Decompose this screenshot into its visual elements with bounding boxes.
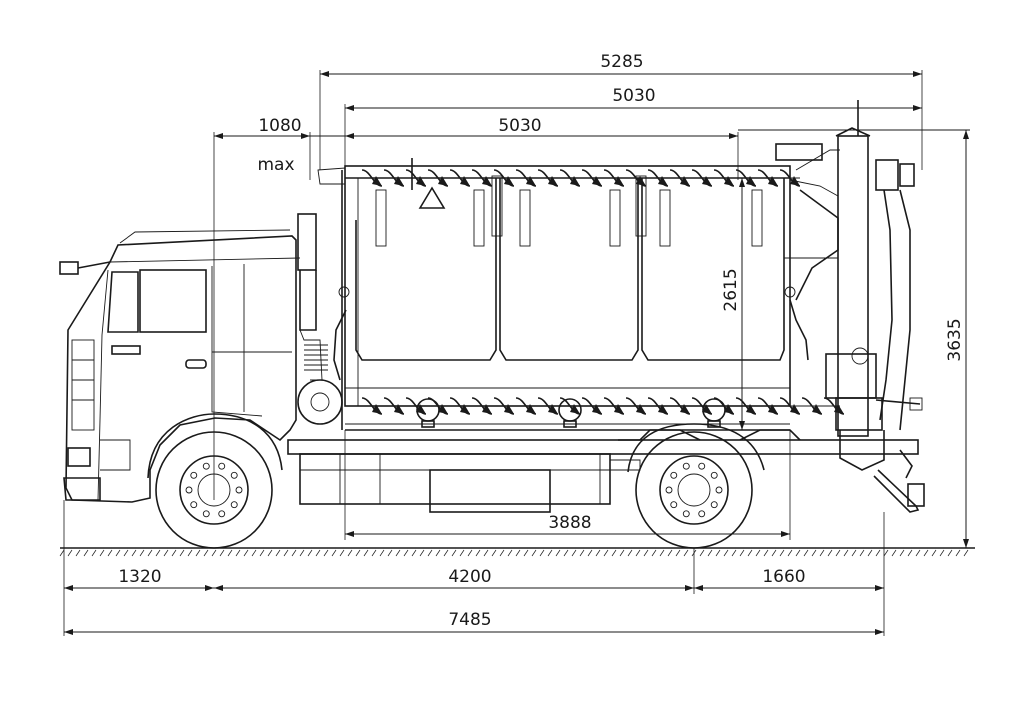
top-dampers bbox=[375, 158, 763, 247]
fuel-tank bbox=[429, 469, 551, 513]
discharge-gate-2 bbox=[558, 398, 582, 428]
side-mirror bbox=[59, 261, 79, 275]
bottom-auger bbox=[361, 397, 845, 415]
dim-max-label: max bbox=[257, 155, 294, 175]
hopper-tank bbox=[317, 158, 845, 431]
dimension-lines bbox=[63, 70, 970, 636]
headlight bbox=[67, 447, 91, 467]
dim-rear-overhang: 1660 bbox=[762, 567, 805, 587]
door-handle bbox=[185, 359, 207, 369]
dim-front-overhang: 1320 bbox=[118, 567, 161, 587]
front-bumper bbox=[63, 477, 101, 501]
cab-door-window bbox=[139, 269, 207, 333]
chassis-frame bbox=[287, 429, 919, 513]
air-intake bbox=[297, 213, 317, 271]
cab-badge bbox=[111, 345, 141, 355]
dim-tank-length: 5030 bbox=[612, 86, 655, 106]
front-grille bbox=[71, 339, 95, 431]
front-wheel bbox=[147, 413, 283, 549]
rear-wheel bbox=[627, 423, 765, 549]
top-auger bbox=[361, 169, 801, 187]
dim-tank-height: 2615 bbox=[721, 268, 741, 311]
ground-line bbox=[59, 547, 975, 557]
dim-overall-length: 7485 bbox=[448, 610, 491, 630]
dim-overall-height: 3635 bbox=[945, 318, 965, 361]
discharge-gate-3 bbox=[702, 398, 726, 428]
discharge-gate-1 bbox=[416, 398, 440, 428]
truck-cab bbox=[59, 213, 343, 503]
dim-overall-top: 5285 bbox=[600, 52, 643, 72]
exhaust-bellows bbox=[304, 344, 328, 371]
dim-wheelbase: 4200 bbox=[448, 567, 491, 587]
windshield bbox=[107, 271, 139, 333]
dim-auger-length: 5030 bbox=[498, 116, 541, 136]
air-filter bbox=[297, 379, 343, 425]
rear-loader-column bbox=[775, 100, 925, 513]
dim-overhang-max: 1080 bbox=[258, 116, 301, 136]
dim-frame-length: 3888 bbox=[548, 513, 591, 533]
